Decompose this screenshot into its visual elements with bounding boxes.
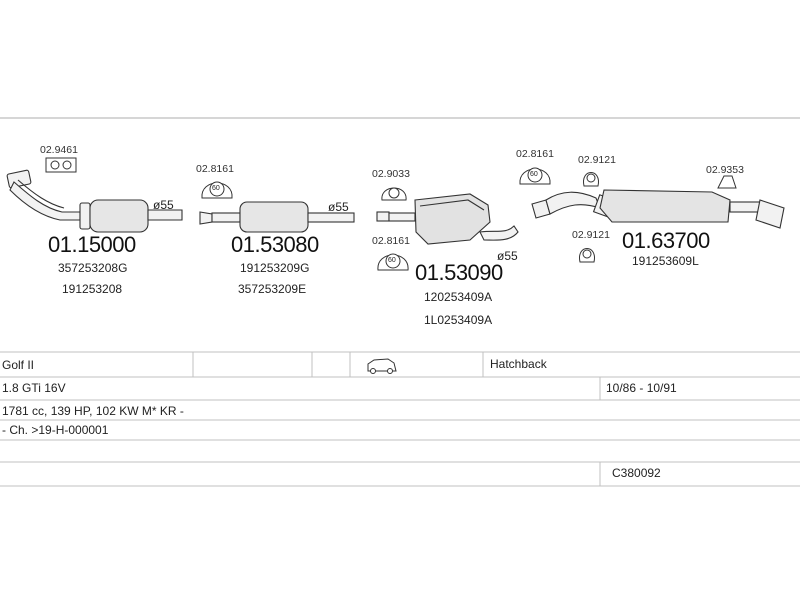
oem-number: 357253209E bbox=[238, 282, 307, 296]
accessory-code: 02.9121 bbox=[578, 154, 616, 166]
intermediate-pipe-part bbox=[199, 201, 355, 233]
oem-number: 357253208G bbox=[58, 261, 128, 275]
accessory-code: 02.9353 bbox=[706, 164, 744, 176]
vehicle-years: 10/86 - 10/91 bbox=[606, 381, 677, 395]
accessory-code: 02.9461 bbox=[40, 144, 78, 156]
accessory-code: 02.8161 bbox=[196, 163, 234, 175]
rubber-ring-icon bbox=[381, 187, 407, 201]
rubber-hanger-icon bbox=[377, 253, 409, 271]
clamp-size-label: 60 bbox=[212, 185, 220, 192]
oem-number: 191253208 bbox=[62, 282, 123, 296]
accessory-code: 02.8161 bbox=[372, 235, 410, 247]
rubber-hanger-icon bbox=[201, 181, 233, 199]
bracket-icon bbox=[717, 175, 737, 189]
part-number: 01.53090 bbox=[415, 260, 503, 285]
middle-silencer-part bbox=[376, 193, 519, 245]
part-number: 01.53080 bbox=[231, 232, 319, 257]
pipe-diameter: ø55 bbox=[497, 249, 518, 263]
clamp-ring-icon bbox=[579, 248, 595, 263]
vehicle-model: Golf II bbox=[2, 358, 35, 372]
vehicle-spec: 1781 cc, 139 HP, 102 KW M* KR - bbox=[2, 404, 184, 418]
front-pipe-part bbox=[6, 169, 183, 233]
clamp-size-label: 60 bbox=[530, 171, 538, 178]
clamp-size-label: 60 bbox=[388, 257, 396, 264]
vehicle-chassis: - Ch. >19-H-000001 bbox=[2, 423, 109, 437]
part-number: 01.63700 bbox=[622, 228, 710, 253]
oem-number: 191253209G bbox=[240, 261, 310, 275]
part-number: 01.15000 bbox=[48, 232, 136, 257]
oem-number: 120253409A bbox=[424, 290, 493, 304]
vehicle-engine: 1.8 GTi 16V bbox=[2, 381, 66, 395]
catalog-number: C380092 bbox=[612, 466, 661, 480]
pipe-diameter: ø55 bbox=[328, 200, 349, 214]
car-icon bbox=[367, 358, 397, 374]
accessory-code: 02.9121 bbox=[572, 229, 610, 241]
pipe-diameter: ø55 bbox=[153, 198, 174, 212]
rear-silencer-part bbox=[531, 189, 785, 229]
rubber-hanger-icon bbox=[519, 167, 551, 185]
oem-number: 1L0253409A bbox=[424, 313, 493, 327]
vehicle-body-type: Hatchback bbox=[490, 357, 547, 371]
accessory-code: 02.8161 bbox=[516, 148, 554, 160]
oem-number: 191253609L bbox=[632, 254, 699, 268]
clamp-ring-icon bbox=[583, 172, 599, 187]
accessory-code: 02.9033 bbox=[372, 168, 410, 180]
gasket-icon bbox=[45, 157, 77, 173]
